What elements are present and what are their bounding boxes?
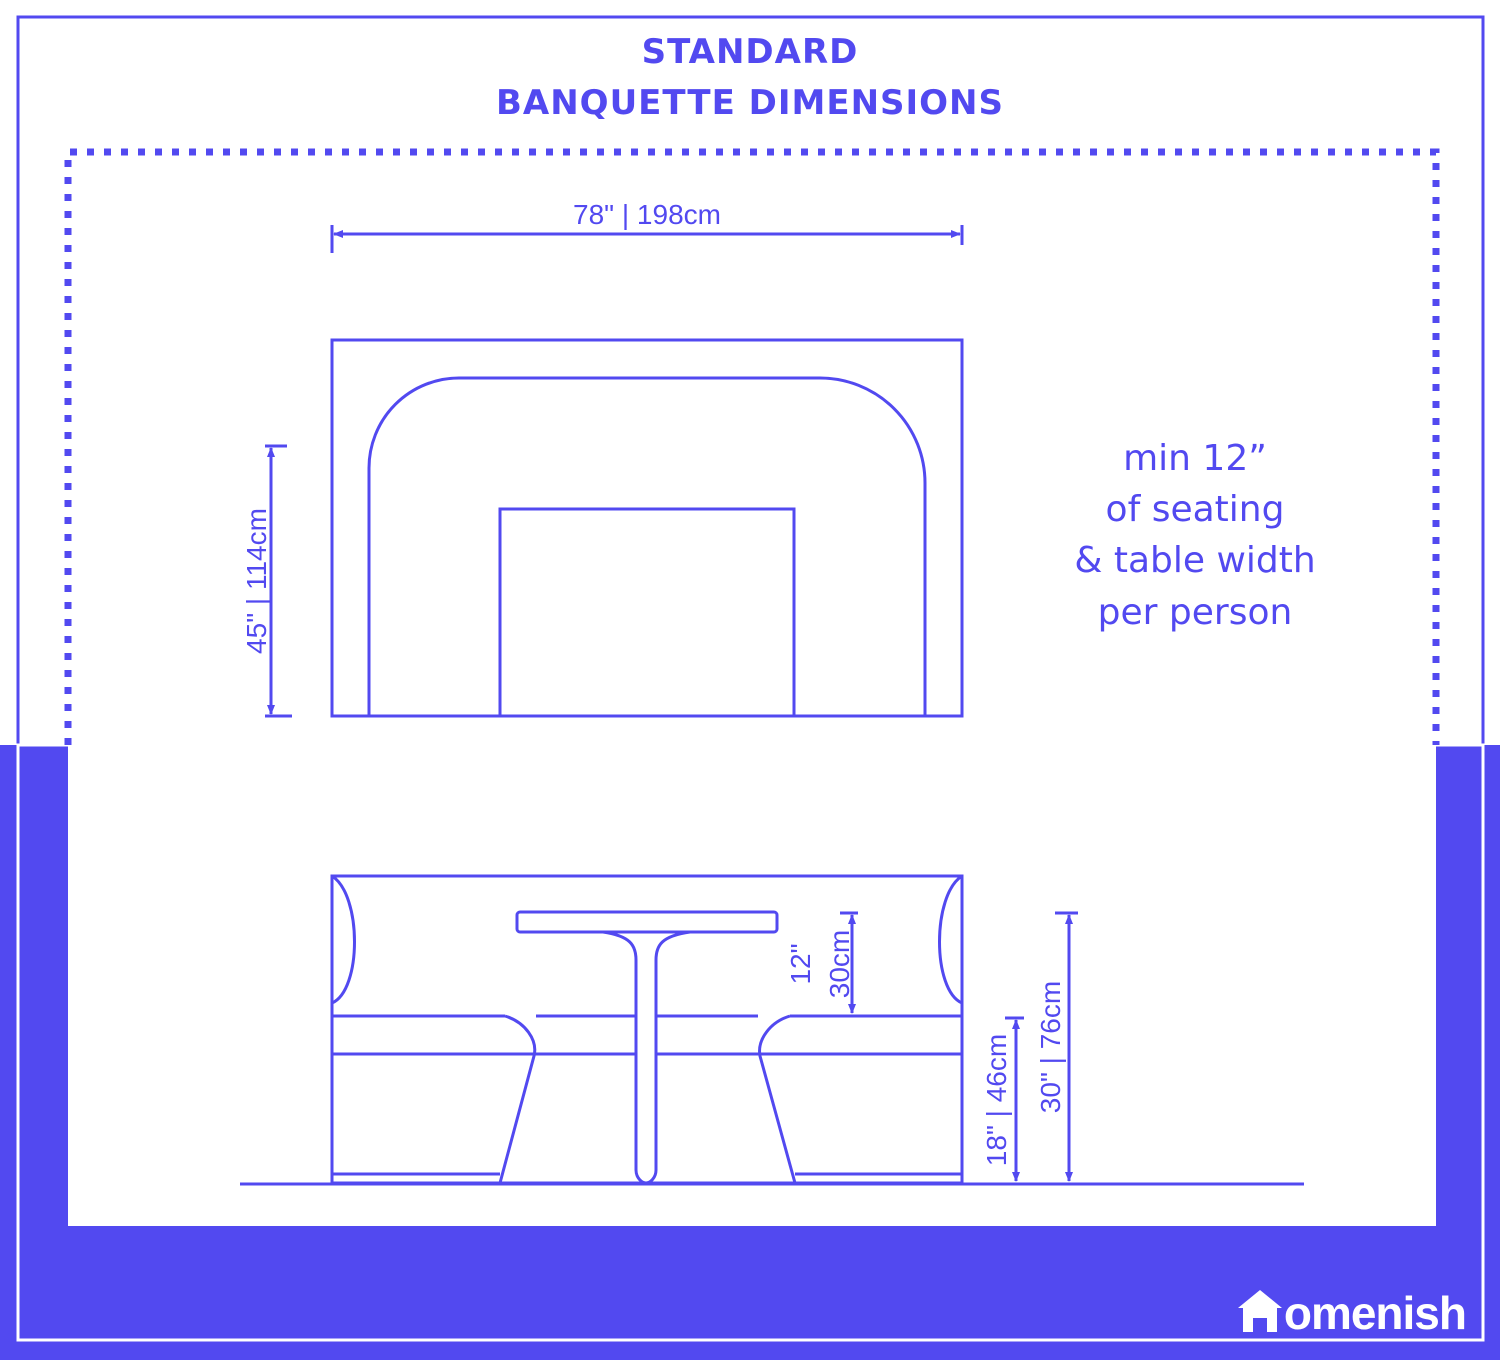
right-backrest — [938, 874, 963, 1005]
right-seat-curve — [758, 1014, 797, 1184]
brand-logo: omenish — [1237, 1280, 1467, 1339]
top-view-bench — [367, 376, 927, 716]
top-view-outline — [330, 338, 964, 718]
table-height-label: 30" | 76cm — [1035, 981, 1066, 1113]
seat-height-label: 18" | 46cm — [981, 1034, 1012, 1166]
top-view-table — [498, 507, 796, 718]
note-line-1: min 12” — [1123, 438, 1267, 479]
table-top — [515, 910, 779, 934]
title-line-2: BANQUETTE DIMENSIONS — [495, 83, 1005, 123]
left-backrest — [331, 874, 356, 1005]
width-label: 78" | 198cm — [573, 199, 721, 230]
note-line-4: per person — [1097, 592, 1293, 633]
knee-gap-inch-label: 12" — [785, 943, 816, 984]
brand-name: omenish — [1283, 1287, 1467, 1339]
left-seat-curve — [498, 1014, 537, 1184]
title-line-1: STANDARD — [641, 32, 859, 72]
depth-label: 45" | 114cm — [241, 508, 272, 654]
inner-panel — [68, 745, 1436, 1226]
house-icon — [1237, 1290, 1282, 1332]
note-line-2: of seating — [1105, 489, 1285, 530]
knee-gap-cm-label: 30cm — [824, 930, 855, 998]
note-line-3: & table width — [1074, 540, 1316, 581]
white-bottom-border — [16, 743, 1485, 1342]
dotted-boundary — [64, 148, 1440, 745]
